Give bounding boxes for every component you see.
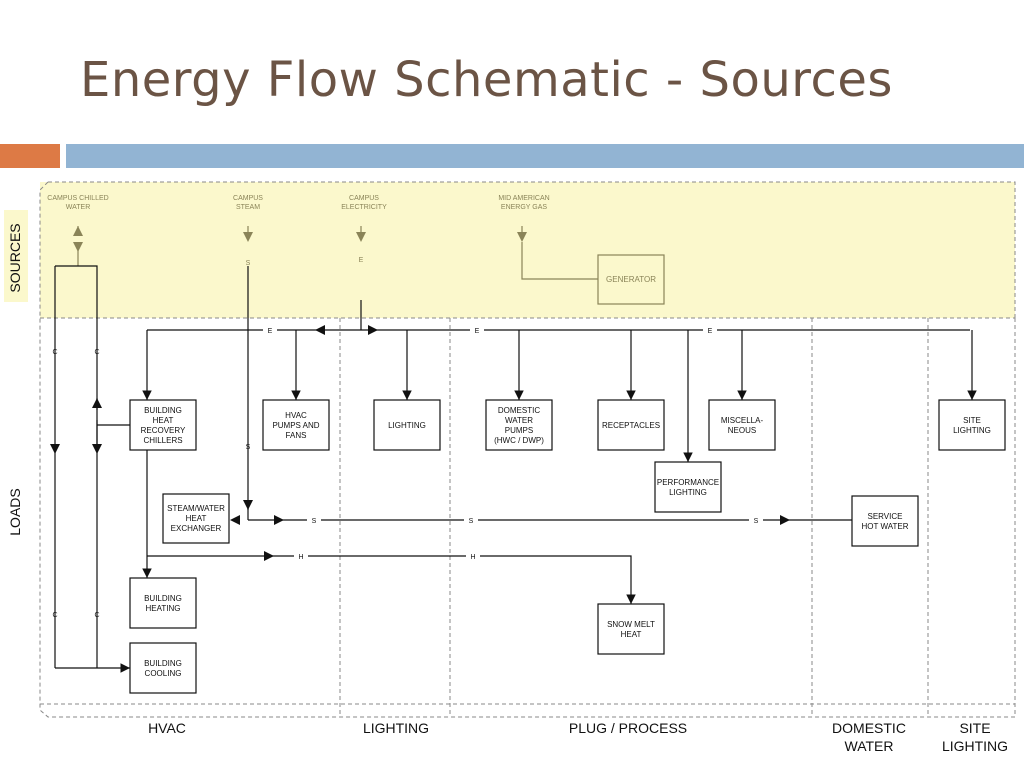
svg-text:HEATING: HEATING bbox=[146, 604, 181, 613]
svg-text:LIGHTING: LIGHTING bbox=[953, 426, 991, 435]
source-label-electricity: CAMPUS bbox=[349, 195, 379, 202]
building-heating-box: BUILDING HEATING bbox=[129, 577, 197, 629]
source-label-chilled-water: WATER bbox=[66, 204, 91, 211]
source-label-electricity: ELECTRICITY bbox=[341, 204, 387, 211]
chilled-water-lines: C C C C bbox=[50, 265, 130, 673]
svg-text:E: E bbox=[475, 328, 480, 335]
svg-text:DOMESTIC: DOMESTIC bbox=[498, 406, 540, 415]
accent-bar-orange bbox=[0, 144, 60, 168]
svg-text:WATER: WATER bbox=[505, 416, 533, 425]
building-heat-recovery-chillers-box: BUILDING HEAT RECOVERY CHILLERS bbox=[129, 399, 197, 451]
svg-text:E: E bbox=[359, 257, 364, 264]
section-label-domestic-water: WATER bbox=[845, 738, 894, 754]
section-label-domestic-water: DOMESTIC bbox=[832, 720, 906, 736]
svg-text:GENERATOR: GENERATOR bbox=[606, 275, 656, 284]
svg-text:HVAC: HVAC bbox=[285, 411, 307, 420]
page-title: Energy Flow Schematic - Sources bbox=[80, 52, 893, 108]
miscellaneous-box: MISCELLA- NEOUS bbox=[708, 399, 776, 451]
svg-text:S: S bbox=[754, 518, 759, 525]
svg-text:RECEPTACLES: RECEPTACLES bbox=[602, 421, 660, 430]
section-label-hvac: HVAC bbox=[148, 720, 186, 736]
svg-text:C: C bbox=[52, 349, 57, 356]
source-arrows: S E bbox=[73, 226, 598, 280]
svg-text:C: C bbox=[94, 349, 99, 356]
performance-lighting-box: PERFORMANCE LIGHTING bbox=[654, 461, 722, 513]
svg-text:S: S bbox=[312, 518, 317, 525]
svg-text:RECOVERY: RECOVERY bbox=[141, 426, 186, 435]
svg-text:MISCELLA-: MISCELLA- bbox=[721, 416, 764, 425]
source-label-chilled-water: CAMPUS CHILLED bbox=[47, 195, 108, 202]
domestic-water-pumps-box: DOMESTIC WATER PUMPS (HWC / DWP) bbox=[485, 399, 553, 451]
svg-text:E: E bbox=[708, 328, 713, 335]
section-label-plug-process: PLUG / PROCESS bbox=[569, 720, 687, 736]
section-label-site-lighting: LIGHTING bbox=[942, 738, 1008, 754]
sources-side-band bbox=[4, 210, 28, 302]
steam-water-heat-exchanger-box: STEAM/WATER HEAT EXCHANGER bbox=[162, 493, 230, 544]
svg-text:SNOW MELT: SNOW MELT bbox=[607, 620, 655, 629]
svg-text:C: C bbox=[94, 612, 99, 619]
svg-text:HEAT: HEAT bbox=[153, 416, 174, 425]
svg-text:COOLING: COOLING bbox=[145, 669, 182, 678]
svg-text:PUMPS: PUMPS bbox=[505, 426, 533, 435]
loads-side-label: LOADS bbox=[7, 488, 23, 535]
svg-text:E: E bbox=[268, 328, 273, 335]
site-lighting-box: SITE LIGHTING bbox=[938, 399, 1006, 451]
hvac-pumps-fans-box: HVAC PUMPS AND FANS bbox=[262, 399, 330, 451]
svg-text:S: S bbox=[469, 518, 474, 525]
accent-bar-blue bbox=[66, 144, 1024, 168]
svg-text:SITE: SITE bbox=[963, 416, 981, 425]
receptacles-box: RECEPTACLES bbox=[597, 399, 665, 451]
svg-text:HOT WATER: HOT WATER bbox=[862, 522, 909, 531]
building-cooling-box: BUILDING COOLING bbox=[129, 642, 197, 694]
source-label-gas: ENERGY GAS bbox=[501, 204, 547, 211]
svg-text:EXCHANGER: EXCHANGER bbox=[171, 524, 222, 533]
svg-text:S: S bbox=[246, 260, 251, 267]
source-label-gas: MID AMERICAN bbox=[498, 195, 549, 202]
svg-text:LIGHTING: LIGHTING bbox=[388, 421, 426, 430]
service-hot-water-box: SERVICE HOT WATER bbox=[851, 495, 919, 547]
sources-band bbox=[40, 182, 1015, 318]
source-label-steam: CAMPUS bbox=[233, 195, 263, 202]
svg-text:NEOUS: NEOUS bbox=[728, 426, 756, 435]
source-label-steam: STEAM bbox=[236, 204, 260, 211]
svg-text:C: C bbox=[52, 612, 57, 619]
svg-text:BUILDING: BUILDING bbox=[144, 406, 182, 415]
svg-text:S: S bbox=[246, 444, 251, 451]
section-divider bbox=[339, 318, 929, 717]
svg-text:H: H bbox=[470, 554, 475, 561]
section-label-lighting: LIGHTING bbox=[363, 720, 429, 736]
svg-text:BUILDING: BUILDING bbox=[144, 594, 182, 603]
generator-box: GENERATOR bbox=[597, 254, 665, 305]
svg-text:BUILDING: BUILDING bbox=[144, 659, 182, 668]
svg-text:PUMPS AND: PUMPS AND bbox=[272, 421, 319, 430]
lighting-box: LIGHTING bbox=[373, 399, 441, 451]
diagram-frame bbox=[39, 181, 1016, 718]
hot-water-lines: H H bbox=[142, 450, 636, 604]
svg-text:HEAT: HEAT bbox=[621, 630, 642, 639]
sources-side-label: SOURCES bbox=[7, 223, 23, 292]
svg-text:H: H bbox=[298, 554, 303, 561]
svg-text:HEAT: HEAT bbox=[186, 514, 207, 523]
svg-text:SERVICE: SERVICE bbox=[868, 512, 903, 521]
svg-text:PERFORMANCE: PERFORMANCE bbox=[657, 478, 719, 487]
energy-flow-diagram: SOURCES LOADS CAMPUS CHILLED WATER CAMPU… bbox=[4, 181, 1016, 754]
electric-distribution-lines: E E E bbox=[142, 300, 977, 462]
section-label-site-lighting: SITE bbox=[959, 720, 990, 736]
svg-text:FANS: FANS bbox=[286, 431, 307, 440]
svg-text:STEAM/WATER: STEAM/WATER bbox=[167, 504, 225, 513]
svg-text:CHILLERS: CHILLERS bbox=[143, 436, 182, 445]
svg-text:(HWC / DWP): (HWC / DWP) bbox=[494, 436, 544, 445]
svg-text:LIGHTING: LIGHTING bbox=[669, 488, 707, 497]
snow-melt-heat-box: SNOW MELT HEAT bbox=[597, 603, 665, 655]
